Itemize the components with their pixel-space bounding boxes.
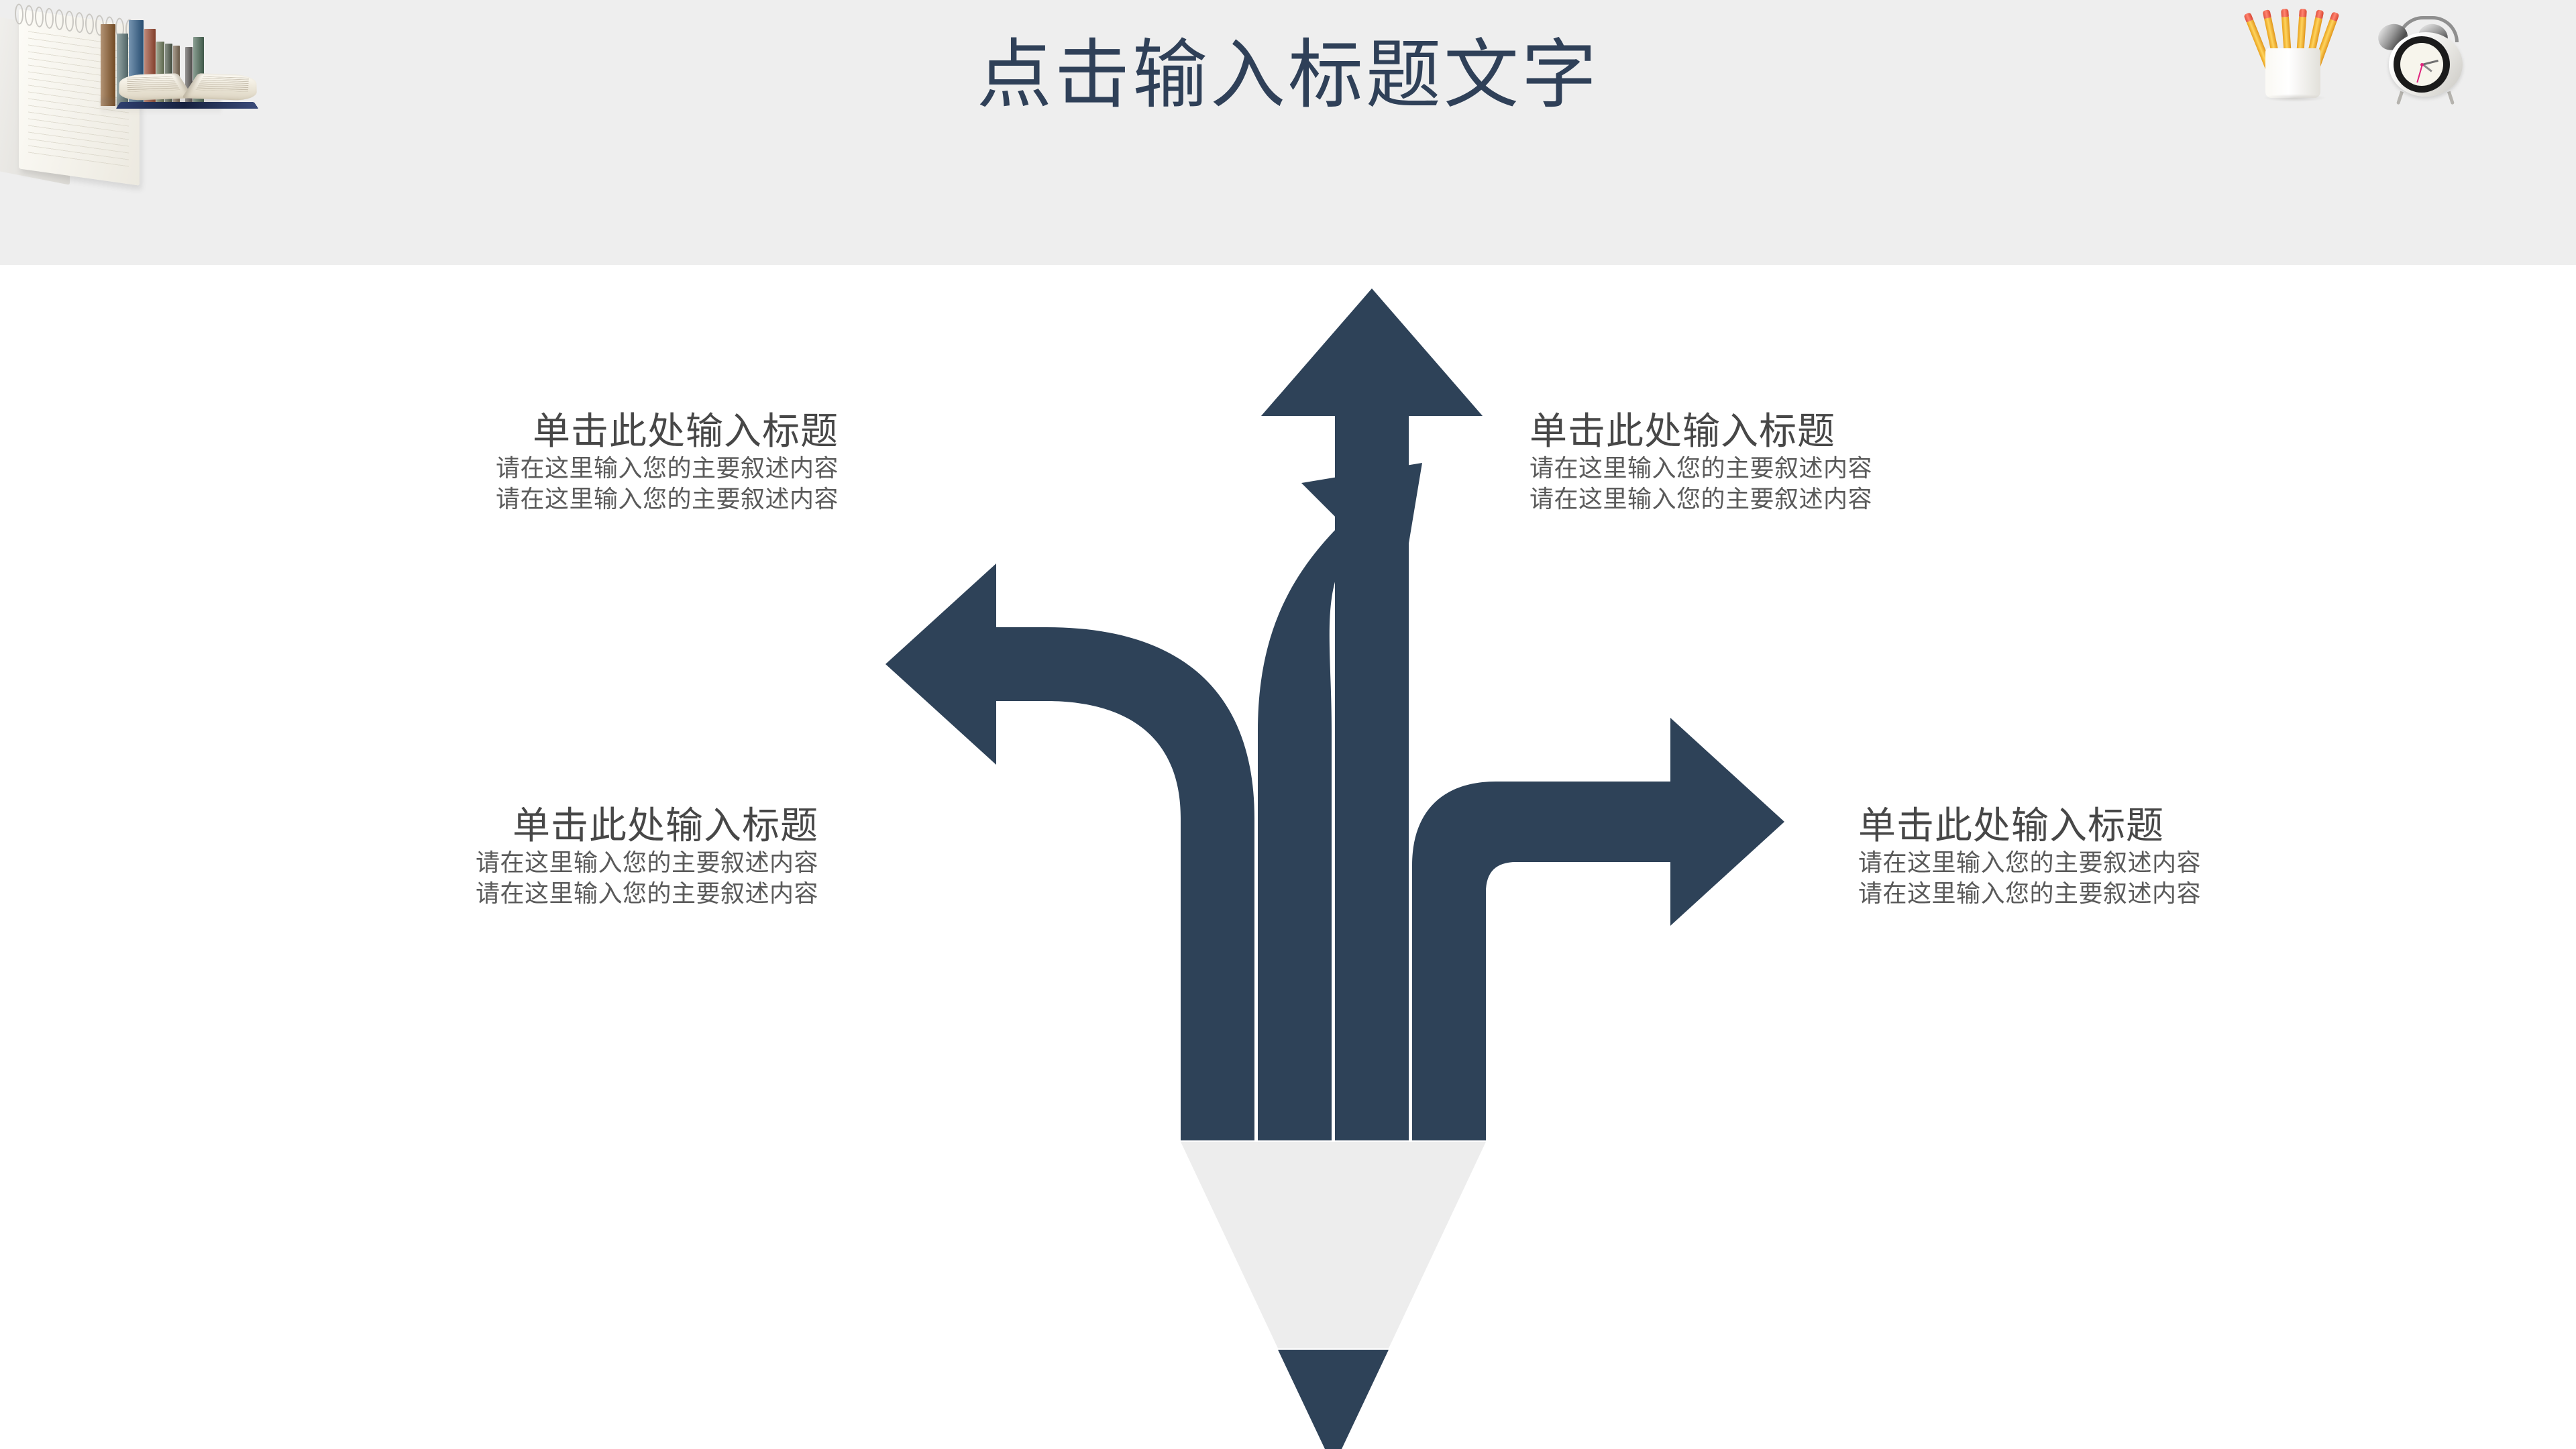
clock-leg-right [2447,91,2455,105]
clock-face [2400,43,2443,86]
block-line-1: 请在这里输入您的主要叙述内容 [1529,453,1873,482]
branch-lower-left-arrow [885,564,1254,1140]
page-title: 点击输入标题文字 [977,33,1599,117]
text-block-bottom-right[interactable]: 单击此处输入标题 请在这里输入您的主要叙述内容 请在这里输入您的主要叙述内容 [1838,804,2576,909]
block-line-2: 请在这里输入您的主要叙述内容 [495,484,839,513]
text-block-top-left[interactable]: 单击此处输入标题 请在这里输入您的主要叙述内容 请在这里输入您的主要叙述内容 [0,410,872,515]
alarm-clock-image [2371,12,2496,106]
text-block-top-right[interactable]: 单击此处输入标题 请在这里输入您的主要叙述内容 请在这里输入您的主要叙述内容 [1523,410,2395,515]
block-line-1: 请在这里输入您的主要叙述内容 [475,848,818,876]
block-line-2: 请在这里输入您的主要叙述内容 [1858,879,2202,907]
header-band [0,0,2576,265]
text-block-bottom-left[interactable]: 单击此处输入标题 请在这里输入您的主要叙述内容 请在这里输入您的主要叙述内容 [0,804,845,909]
pencil-cup-shadow [2263,94,2326,102]
open-book-image [114,57,262,111]
block-title: 单击此处输入标题 [1529,410,1835,452]
pencil-wood [1181,1142,1486,1348]
pencil-cup-image [2237,8,2365,102]
branch-right-arrow [1412,718,1784,1140]
pencil-four-branch-arrow-diagram [711,262,1865,1449]
block-title: 单击此处输入标题 [1858,804,2164,847]
branch-upper-left-arrow [1258,463,1422,1140]
block-line-1: 请在这里输入您的主要叙述内容 [495,453,839,482]
block-title: 单击此处输入标题 [533,410,839,452]
block-line-2: 请在这里输入您的主要叙述内容 [475,879,818,907]
branch-up-arrow [1261,288,1483,1140]
block-title: 单击此处输入标题 [513,804,818,847]
book-cover [115,102,259,109]
book-right-page [181,73,258,101]
pencil-holder-cup [2265,48,2320,98]
block-line-2: 请在这里输入您的主要叙述内容 [1529,484,1873,513]
pencil-tip [1278,1350,1389,1449]
clock-leg-left [2396,91,2404,105]
block-line-1: 请在这里输入您的主要叙述内容 [1858,848,2202,876]
